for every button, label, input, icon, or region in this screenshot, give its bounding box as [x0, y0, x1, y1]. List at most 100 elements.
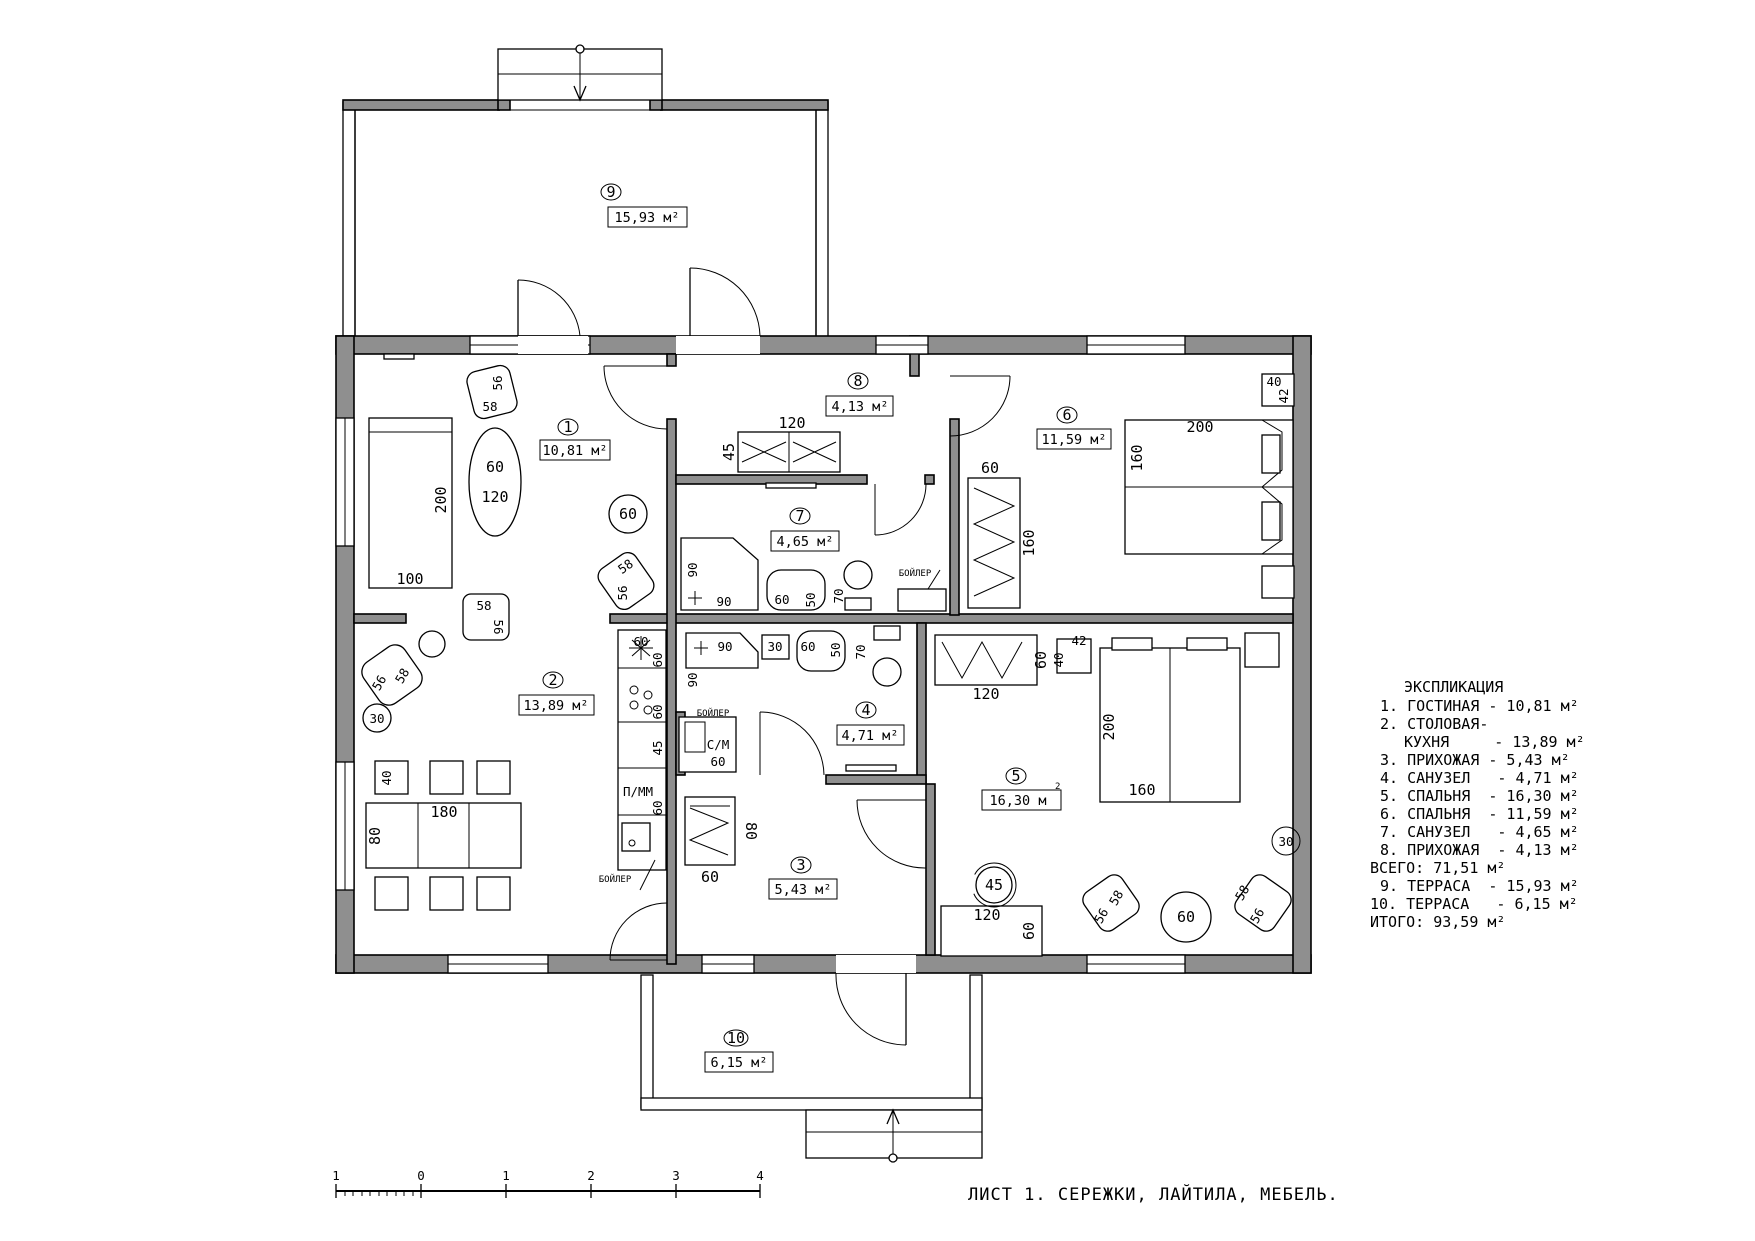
room-7-furniture [680, 537, 947, 612]
armchair [1082, 874, 1140, 932]
room-2-area: 13,89 м² [523, 698, 588, 714]
scale-label-3: 3 [672, 1168, 680, 1183]
boiler [897, 588, 947, 612]
north-steps [497, 44, 663, 102]
dim-shower-7-a: 90 [685, 562, 700, 577]
dim-washer: 60 [710, 754, 725, 769]
sink [621, 822, 651, 852]
washing-machine [678, 716, 737, 773]
dim-night6-a: 40 [1266, 374, 1281, 389]
dim-bed5-w: 160 [1128, 781, 1155, 799]
scale-label-neg1: 1 [332, 1168, 340, 1183]
legend-row-5: 4. САНУЗЕЛ - 4,71 м² [1380, 769, 1579, 787]
dim-bed6-w: 160 [1128, 444, 1146, 471]
dim-dining-chair: 40 [379, 770, 394, 785]
dim-chair-a6: 58 [1232, 882, 1253, 903]
legend-row-4: 3. ПРИХОЖАЯ - 5,43 м² [1380, 751, 1570, 769]
dim-chair-b6: 56 [1247, 905, 1268, 926]
dim-shower-4-b: 90 [685, 672, 700, 687]
dim-kitchen-30: 30 [767, 639, 782, 654]
armchair [1234, 874, 1292, 932]
room-10-number: 10 [727, 1029, 745, 1047]
label-boiler-7: БОЙЛЕР [899, 567, 932, 579]
room-3-area: 5,43 м² [775, 882, 832, 898]
room-6-area: 11,59 м² [1041, 432, 1106, 448]
round-table [608, 494, 648, 534]
room-9-number: 9 [606, 183, 615, 201]
armchair [597, 551, 655, 611]
nightstand [1056, 638, 1092, 674]
dim-sink-4-d: 50 [828, 642, 843, 657]
sofa [368, 417, 453, 589]
dim-wardrobe6-l: 160 [1020, 529, 1038, 556]
room-7-area: 4,65 м² [777, 534, 834, 550]
scale-label-2: 2 [587, 1168, 595, 1183]
armchair [361, 644, 423, 706]
dim-chair-b1: 56 [490, 375, 505, 390]
legend-row-7: 6. СПАЛЬНЯ - 11,59 м² [1380, 805, 1579, 823]
dim-bed6-l: 200 [1186, 418, 1213, 436]
dining-table [365, 802, 522, 869]
legend-row-8: 7. САНУЗЕЛ - 4,65 м² [1380, 823, 1579, 841]
room-7-number: 7 [795, 507, 804, 525]
room-4-number: 4 [861, 701, 870, 719]
scale-label-4: 4 [756, 1168, 764, 1183]
armchair [466, 364, 518, 420]
room-3-number: 3 [796, 856, 805, 874]
room-5-furniture [934, 632, 1292, 957]
dim-shower-4-a: 90 [717, 639, 732, 654]
nightstand [1261, 565, 1295, 599]
room-1-furniture [368, 364, 655, 641]
dim-dining-table: 180 [430, 803, 457, 821]
shower [680, 537, 759, 611]
dim-toilet-7: 70 [831, 588, 846, 603]
scale-label-1: 1 [502, 1168, 510, 1183]
label-boiler-kitchen: БОЙЛЕР [599, 873, 632, 885]
oval-table [468, 427, 522, 537]
dim-desk-d: 60 [1020, 922, 1038, 940]
room-5-area-sup: 2 [1055, 782, 1060, 792]
legend-total-2: ИТОГО: 93,59 м² [1370, 913, 1505, 931]
legend-row-2: 2. СТОЛОВАЯ- [1380, 715, 1488, 733]
dim-hall-wardrobe-w: 120 [778, 414, 805, 432]
dim-sofa-width: 100 [396, 570, 423, 588]
dim-oval-l: 120 [481, 488, 508, 506]
nightstand [1261, 373, 1295, 407]
label-dishwasher: П/ММ [623, 784, 653, 799]
dim-night5-a: 40 [1051, 652, 1066, 667]
dim-toilet-4: 70 [853, 644, 868, 659]
dim-bed5-l: 200 [1100, 713, 1118, 740]
dim-night6-b: 42 [1276, 388, 1291, 403]
legend-title: ЭКСПЛИКАЦИЯ [1404, 678, 1503, 696]
room-6-number: 6 [1062, 406, 1071, 424]
dim-chair-a5: 58 [1106, 887, 1127, 908]
room-5-number: 5 [1011, 767, 1020, 785]
dim-wardrobe5-l: 120 [972, 685, 999, 703]
legend-row-11: 10. ТЕРРАСА - 6,15 м² [1370, 895, 1578, 913]
desk [940, 905, 1043, 957]
dim-kitchen-60-b: 60 [650, 652, 665, 667]
stool [975, 866, 1013, 904]
doors [517, 267, 1011, 1046]
label-washer: С/М [707, 737, 730, 752]
washbasin [766, 569, 826, 611]
dim-sink-7-d: 50 [803, 592, 818, 607]
nightstand [1244, 632, 1280, 668]
dim-kitchen-60-a: 60 [633, 634, 648, 649]
dim-wardrobe5-d: 60 [1032, 651, 1050, 669]
dim-chair-a1: 58 [482, 399, 497, 414]
room-6-furniture [967, 373, 1295, 609]
dim-dining-table-d: 80 [366, 827, 384, 845]
toilet [872, 657, 902, 687]
dim-chair-b4: 58 [392, 665, 413, 686]
dim-chair-a3: 58 [476, 598, 491, 613]
room-3-furniture [639, 796, 736, 891]
scale-bar [335, 1184, 761, 1198]
dim-oval-w: 60 [486, 458, 504, 476]
legend-row-10: 9. ТЕРРАСА - 15,93 м² [1380, 877, 1579, 895]
room-10-area: 6,15 м² [711, 1055, 768, 1071]
terrace-9-outline [342, 98, 829, 343]
south-steps [805, 1108, 983, 1163]
dim-wardrobe3-w: 60 [701, 868, 719, 886]
